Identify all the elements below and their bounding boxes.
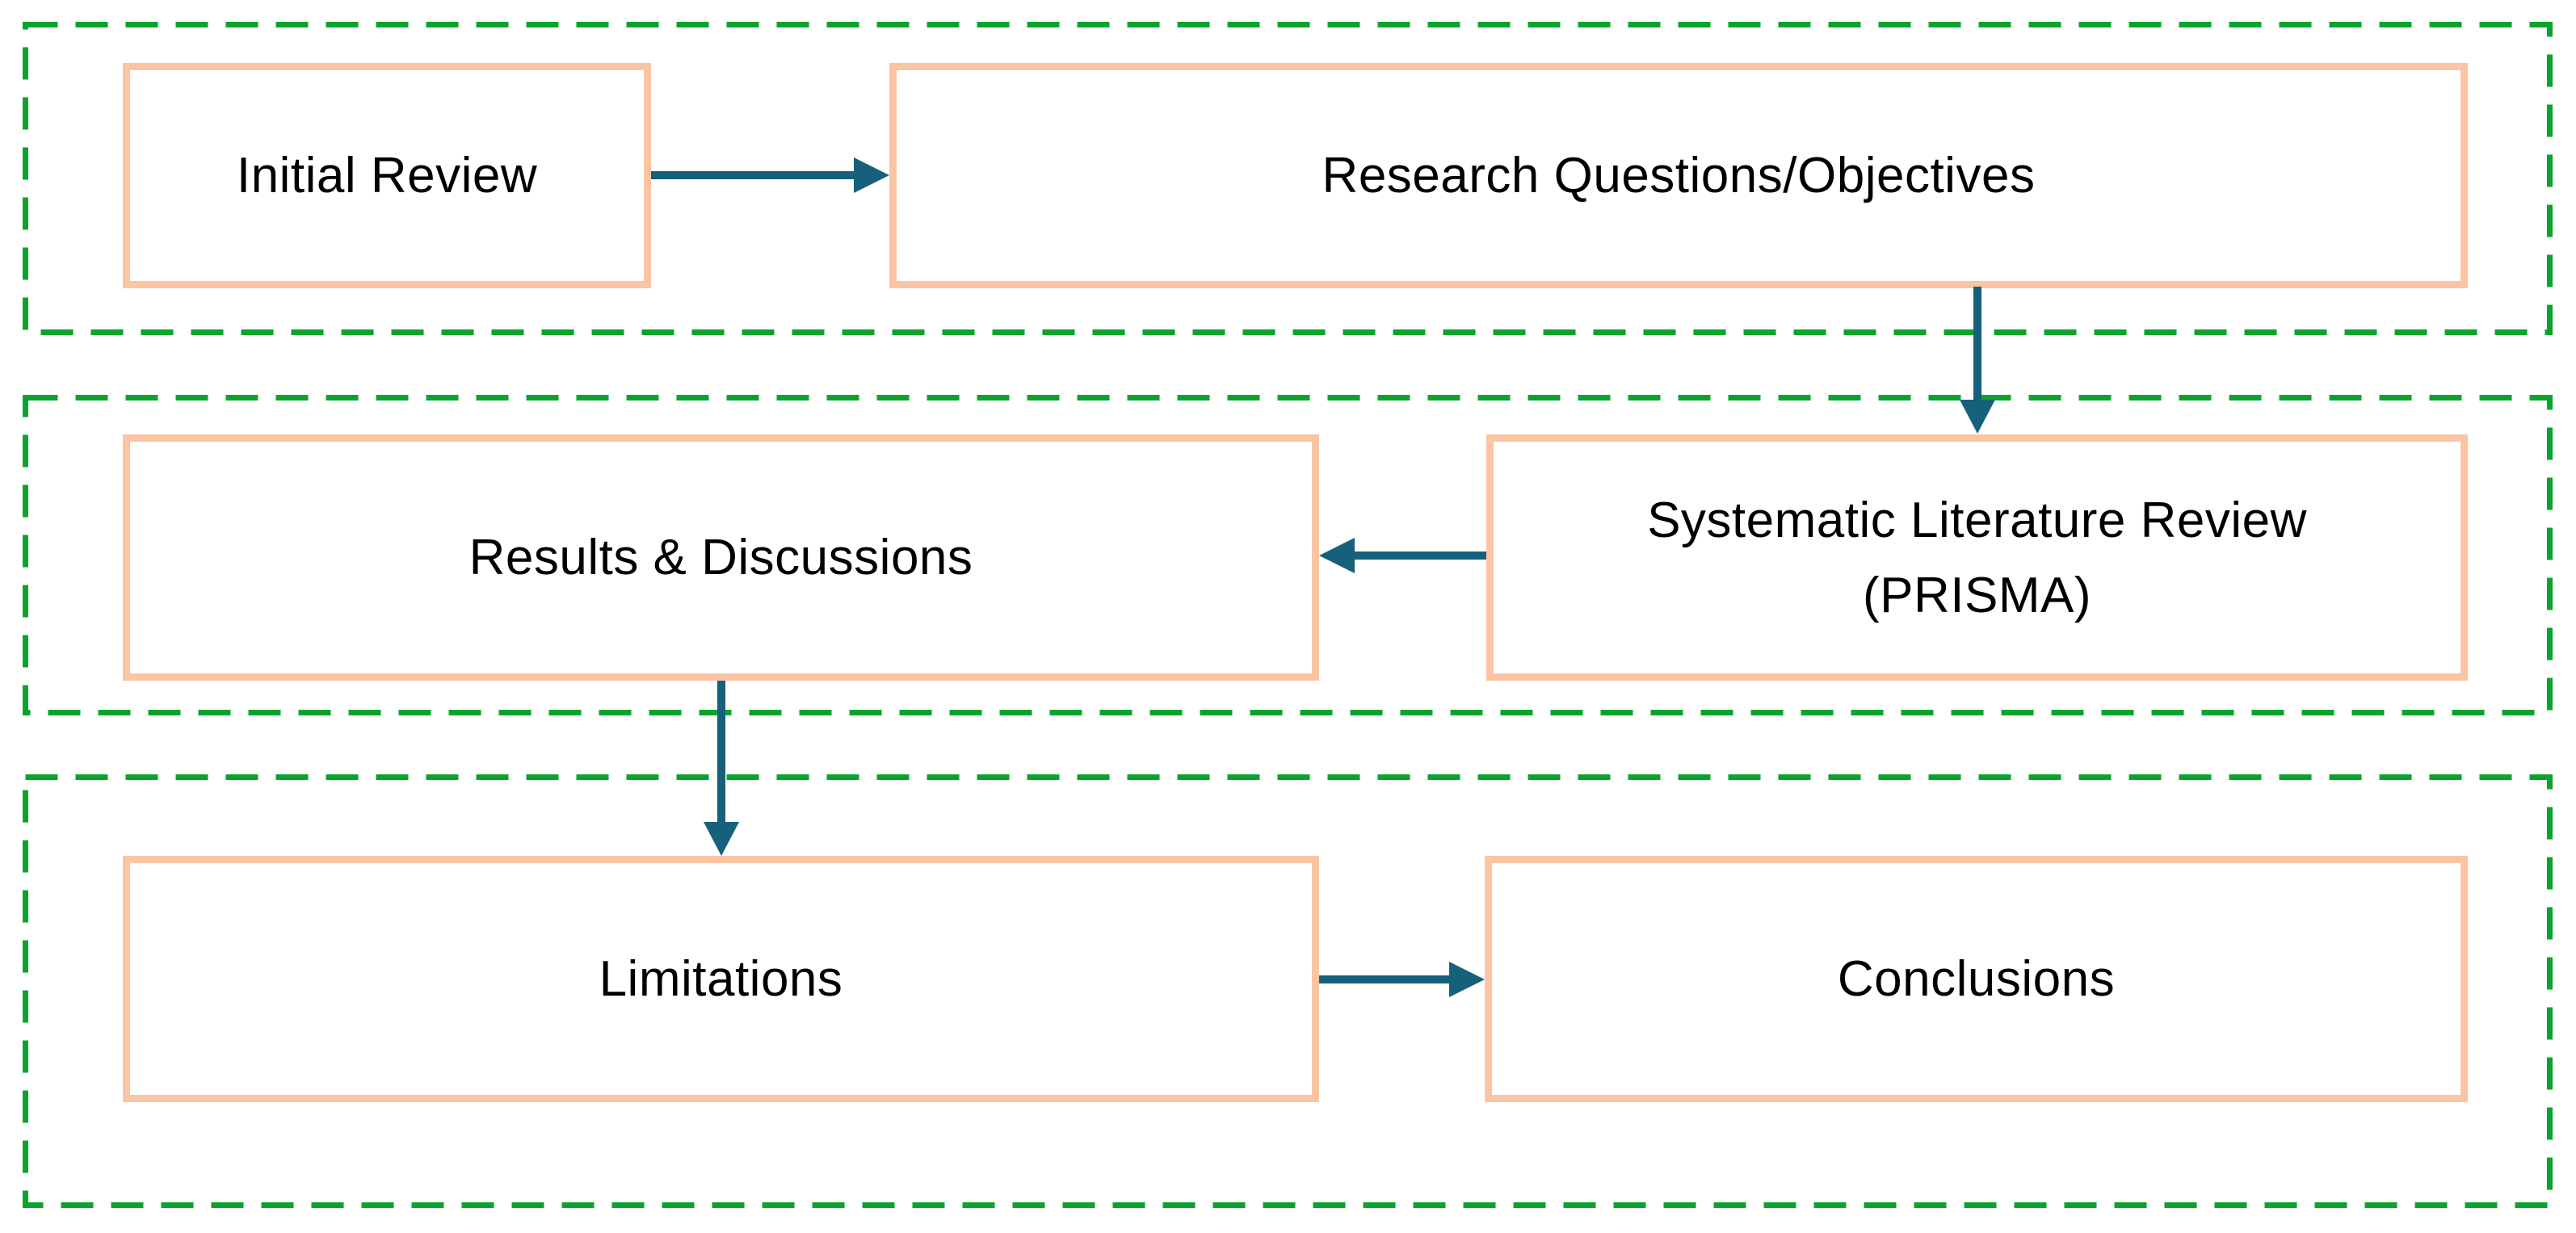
arrowhead-down-icon: [704, 822, 739, 856]
arrow-limitations-to-conclusions: [1319, 962, 1485, 997]
arrowhead-right-icon: [854, 157, 889, 193]
arrow-shaft: [1319, 975, 1452, 983]
arrow-results-discussions-to-limitations: [704, 681, 739, 856]
initial-review-label: Initial Review: [236, 148, 538, 203]
initial-review-box: Initial Review: [123, 63, 651, 288]
conclusions-box: Conclusions: [1485, 856, 2468, 1102]
results-discussions-box: Results & Discussions: [123, 434, 1319, 681]
arrow-shaft: [1973, 287, 1981, 403]
arrow-research-questions-to-systematic-literature-review: [1960, 287, 1995, 434]
systematic-literature-review-label: Systematic Literature Review (PRISMA): [1647, 483, 2307, 633]
systematic-literature-review-box: Systematic Literature Review (PRISMA): [1486, 434, 2468, 681]
arrowhead-right-icon: [1449, 962, 1485, 997]
dashed-border: [23, 395, 2553, 715]
research-questions-label: Research Questions/Objectives: [1322, 148, 2036, 203]
arrow-systematic-literature-review-to-results-discussions: [1319, 538, 1486, 573]
arrow-shaft: [717, 681, 725, 825]
arrowhead-down-icon: [1960, 400, 1995, 434]
dashed-border: [23, 774, 2553, 1208]
phase-group-3: [23, 774, 2553, 1208]
phase-group-1: [23, 22, 2553, 335]
conclusions-label: Conclusions: [1837, 951, 2116, 1007]
systematic-literature-review-line2: (PRISMA): [1862, 567, 2091, 623]
phase-group-2: [23, 395, 2553, 715]
arrowhead-left-icon: [1319, 538, 1355, 573]
limitations-box: Limitations: [123, 856, 1319, 1102]
arrow-shaft: [651, 171, 857, 179]
results-discussions-label: Results & Discussions: [469, 530, 973, 585]
dashed-border: [23, 22, 2553, 335]
limitations-label: Limitations: [599, 951, 843, 1007]
arrow-initial-review-to-research-questions: [651, 157, 889, 193]
research-questions-box: Research Questions/Objectives: [889, 63, 2468, 288]
systematic-literature-review-line1: Systematic Literature Review: [1647, 492, 2307, 548]
arrow-shaft: [1351, 551, 1486, 560]
